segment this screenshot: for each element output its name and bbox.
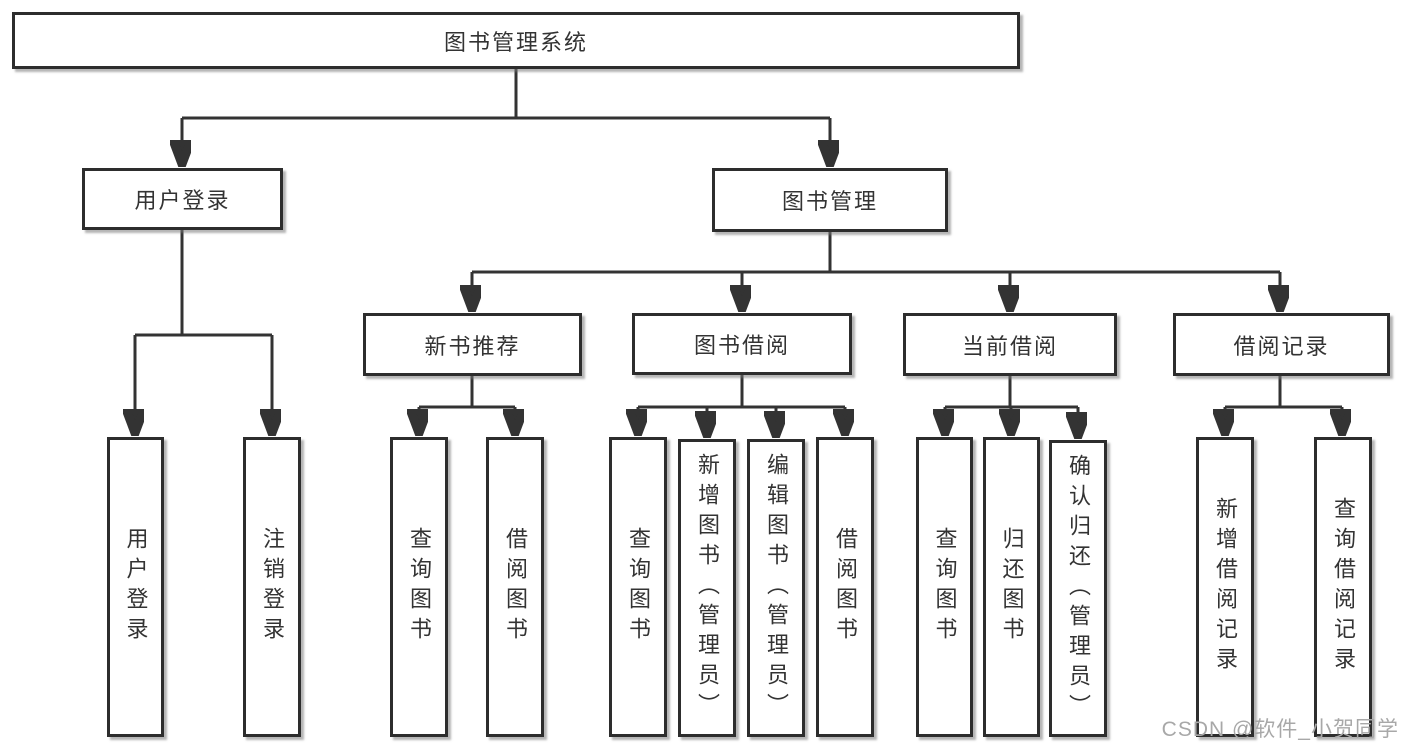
node-bb-borrow: 借阅图书 — [816, 437, 874, 737]
node-book-borrow: 图书借阅 — [632, 313, 852, 375]
node-book-mgmt: 图书管理 — [712, 168, 948, 232]
node-cb-query: 查询图书 — [916, 437, 973, 737]
edge-root-trunk — [135, 69, 1342, 409]
node-root: 图书管理系统 — [12, 12, 1020, 69]
node-br-query: 查询借阅记录 — [1314, 437, 1372, 737]
node-bb-add: 新增图书（管理员） — [678, 439, 736, 737]
node-current-borrow: 当前借阅 — [903, 313, 1117, 376]
node-bb-edit: 编辑图书（管理员） — [747, 439, 805, 737]
node-logout: 注销登录 — [243, 437, 301, 737]
node-user-login: 用户登录 — [107, 437, 164, 737]
node-nb-borrow: 借阅图书 — [486, 437, 544, 737]
node-bb-query: 查询图书 — [609, 437, 667, 737]
node-br-add: 新增借阅记录 — [1196, 437, 1254, 737]
node-new-book: 新书推荐 — [363, 313, 582, 376]
node-login: 用户登录 — [82, 168, 283, 230]
node-cb-confirm: 确认归还（管理员） — [1049, 440, 1107, 737]
node-borrow-records: 借阅记录 — [1173, 313, 1390, 376]
node-cb-return: 归还图书 — [983, 437, 1040, 737]
watermark: CSDN @软件_小贺同学 — [1161, 718, 1399, 741]
node-nb-query: 查询图书 — [390, 437, 448, 737]
